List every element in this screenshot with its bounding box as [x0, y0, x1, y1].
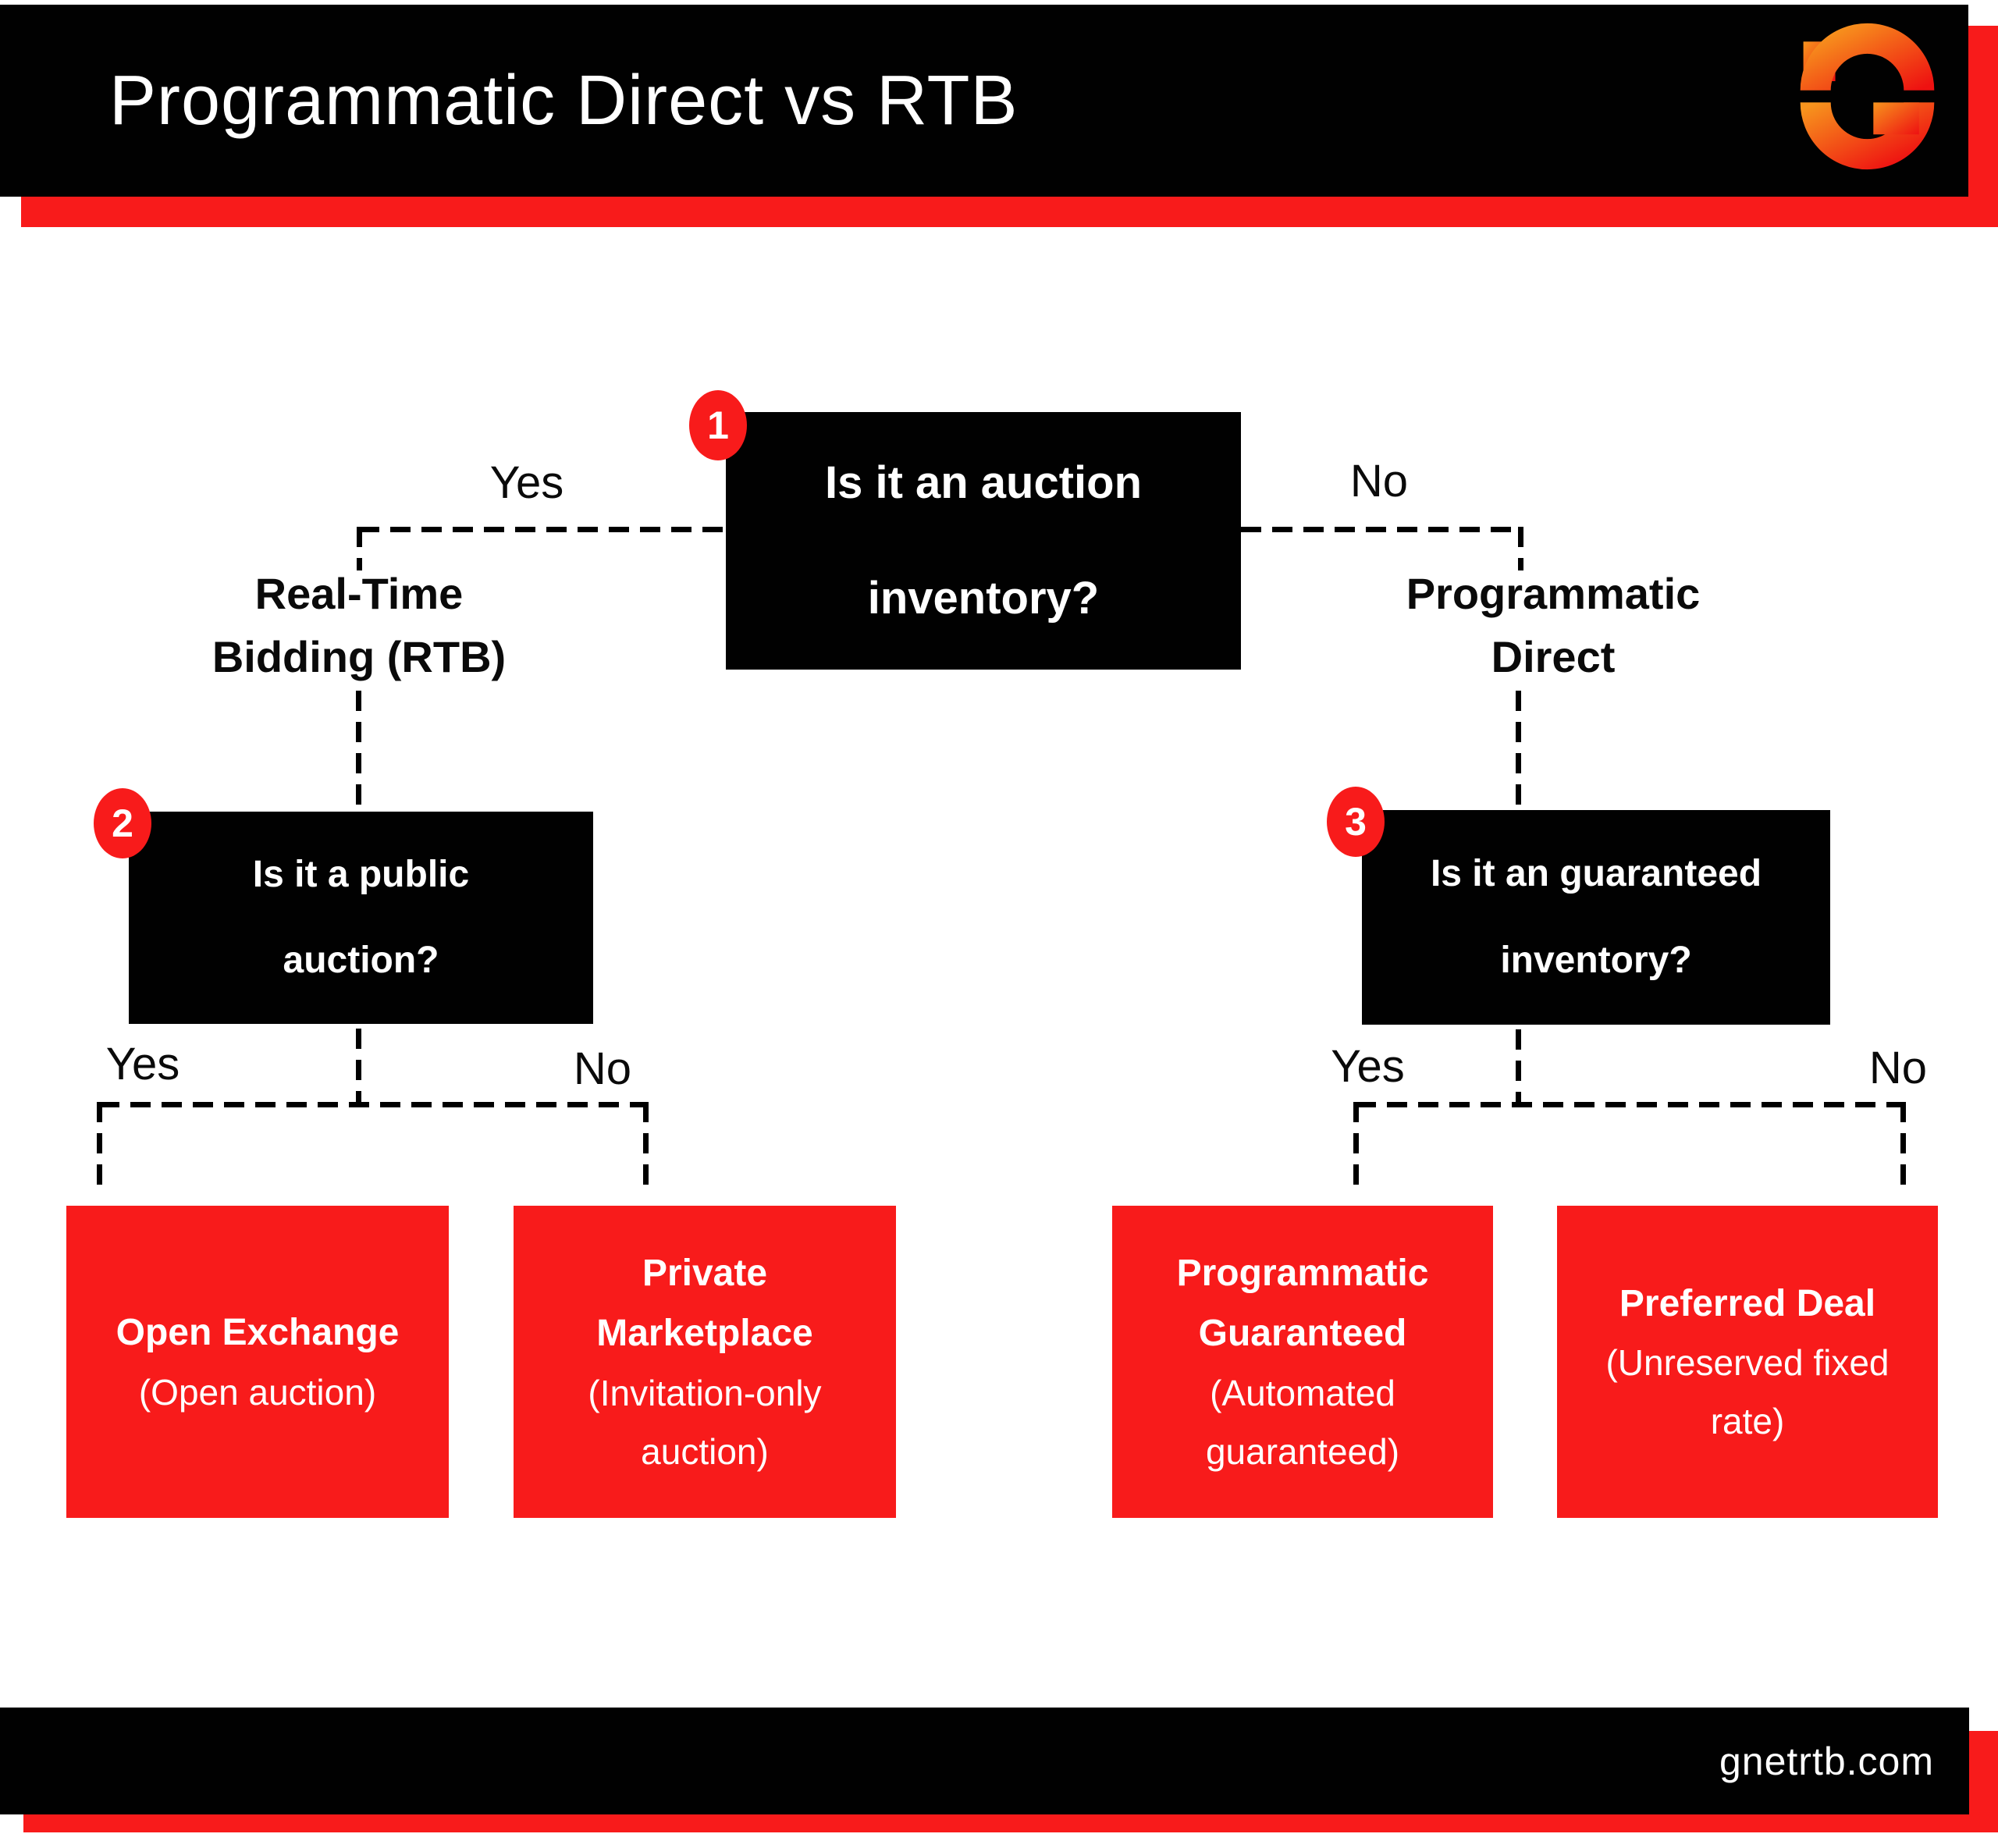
node3-question-line1: Is it an guaranteed: [1430, 853, 1762, 895]
connector-node3-down: [1516, 1029, 1521, 1102]
connector-node2-branch-line: [99, 1102, 648, 1107]
result-box-private-marketplace: Private Marketplace (Invitation-only auc…: [514, 1206, 896, 1518]
node1-question-line2: inventory?: [867, 573, 1100, 624]
node3-question-line2: inventory?: [1500, 939, 1692, 981]
page-title: Programmatic Direct vs RTB: [109, 61, 1019, 140]
brand-logo-icon: [1800, 23, 1935, 170]
connector-node3-no-drop: [1900, 1102, 1906, 1194]
result-preferred-deal-subtitle: (Unreserved fixed rate): [1605, 1342, 1890, 1441]
label-programmatic-direct-line1: Programmatic: [1406, 569, 1701, 618]
label-rtb-line1: Real-Time: [254, 569, 464, 618]
result-box-preferred-deal: Preferred Deal (Unreserved fixed rate): [1557, 1206, 1938, 1518]
node1-question-line1: Is it an auction: [824, 457, 1143, 509]
node2-question-line2: auction?: [283, 940, 439, 981]
footer-site-url: gnetrtb.com: [1719, 1739, 1934, 1783]
label-n3-yes: Yes: [1331, 1041, 1405, 1092]
footer-bar: gnetrtb.com: [0, 1708, 1969, 1814]
connector-n1-no-corner: [1518, 527, 1523, 570]
connector-n1-yes-corner: [357, 527, 362, 570]
decision-node-guaranteed-inventory: Is it an guaranteed inventory?: [1362, 810, 1830, 1025]
label-rtb: Real-Time Bidding (RTB): [117, 562, 601, 688]
result-programmatic-guaranteed-subtitle: (Automated guaranteed): [1205, 1373, 1400, 1472]
connector-node2-yes-drop: [97, 1102, 102, 1194]
decision-node-public-auction: Is it a public auction?: [129, 812, 593, 1024]
result-preferred-deal-title: Preferred Deal: [1619, 1282, 1876, 1324]
decision-node-auction-inventory: Is it an auction inventory?: [726, 412, 1241, 670]
connector-node3-branch-line: [1356, 1102, 1906, 1107]
result-open-exchange-subtitle: (Open auction): [138, 1371, 377, 1413]
connector-n1-no-horizontal: [1241, 527, 1523, 532]
step-badge-1: 1: [689, 390, 747, 460]
header-bar: Programmatic Direct vs RTB: [0, 5, 1968, 197]
label-n2-no: No: [573, 1043, 632, 1094]
connector-rtb-to-node2: [356, 691, 361, 809]
result-private-marketplace-title: Private Marketplace: [596, 1252, 813, 1355]
label-programmatic-direct: Programmatic Direct: [1311, 562, 1795, 688]
result-open-exchange-title: Open Exchange: [116, 1311, 400, 1353]
connector-direct-to-node3: [1516, 691, 1521, 808]
connector-node3-yes-drop: [1353, 1102, 1359, 1194]
label-n1-no: No: [1349, 456, 1409, 506]
result-programmatic-guaranteed-title: Programmatic Guaranteed: [1176, 1252, 1429, 1355]
connector-node2-no-drop: [643, 1102, 649, 1194]
connector-n1-yes-horizontal: [359, 527, 726, 532]
label-rtb-line2: Bidding (RTB): [212, 632, 507, 682]
step-badge-2: 2: [94, 788, 151, 858]
node2-question-line1: Is it a public: [252, 853, 470, 895]
label-n2-yes: Yes: [105, 1039, 180, 1089]
label-programmatic-direct-line2: Direct: [1491, 632, 1616, 682]
step-badge-3: 3: [1327, 787, 1385, 857]
connector-node2-down: [356, 1029, 361, 1102]
result-box-programmatic-guaranteed: Programmatic Guaranteed (Automated guara…: [1112, 1206, 1493, 1518]
label-n1-yes: Yes: [489, 457, 564, 508]
label-n3-no: No: [1868, 1043, 1928, 1093]
result-private-marketplace-subtitle: (Invitation-only auction): [588, 1373, 822, 1472]
result-box-open-exchange: Open Exchange (Open auction): [66, 1206, 449, 1518]
